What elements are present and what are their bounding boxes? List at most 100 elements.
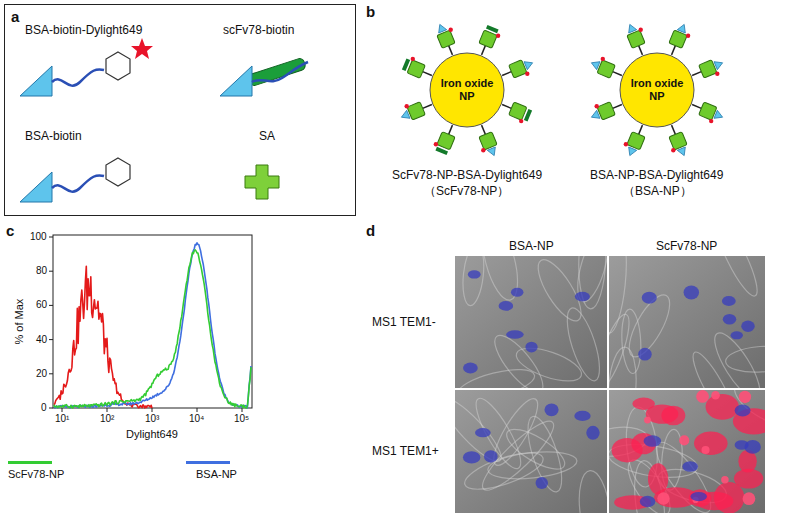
x-tick-mark [197,408,198,412]
x-tick: 10⁵ [234,413,249,425]
nucleus [506,330,524,339]
cell-outline [475,414,561,498]
linker [692,105,701,109]
cell-outline [501,422,570,476]
fluorescence-signal [694,432,728,455]
dye-dot [601,57,605,61]
nucleus [722,296,736,306]
micrograph [609,256,765,388]
scfv-fragment [526,110,531,121]
dye-dot [686,34,690,38]
bsa-marker [591,110,600,118]
streptavidin [509,102,527,120]
linker [423,72,432,76]
legend-label: BSA-NP [196,468,237,481]
plot-frame [53,235,252,408]
construct-name: BSA-NP-BSA-Dylight649 [590,168,723,182]
scfv-fragment [487,27,498,32]
bsa-marker [677,24,685,33]
dye-dot [496,34,500,38]
cell-outline [461,445,547,496]
cell-outline [620,309,642,374]
cell-outline [725,344,765,374]
dye-dot [525,72,529,76]
reagent-label: BSA-biotin-Dylight649 [25,23,142,37]
bsa-marker [629,24,637,33]
linker [449,125,453,134]
cell-outline [530,256,588,327]
linker [613,105,622,109]
linker [639,125,643,134]
fluorescence-signal [648,463,668,494]
nucleus [484,450,498,462]
fluorescence-signal [706,394,739,420]
nucleus [575,292,590,302]
x-tick: 10¹ [55,413,69,425]
dye-dot [449,28,453,32]
construct-short-name: （ScFv78-NP） [424,184,509,198]
nanoparticle-core: Iron oxide NP [619,52,695,128]
nucleus [731,331,743,339]
row-header: MS1 TEM1- [372,315,436,329]
linker [482,125,486,134]
linker [672,125,676,134]
nucleus [682,461,698,472]
nucleus [723,314,736,324]
dye-dot [519,119,523,123]
bsa-marker [439,24,447,33]
y-tick-mark [49,373,53,374]
streptavidin [407,60,425,78]
column-header: ScFv78-NP [656,239,717,253]
unstained-curve [54,266,152,408]
fluorescence-spot [657,492,669,504]
y-tick: 80 [36,265,47,277]
x-tick: 10³ [145,413,159,425]
x-tick-mark [107,408,108,412]
y-tick: 0 [41,402,47,414]
dye-dot [624,142,628,146]
nucleus [741,321,754,332]
fluorescence-signal [714,482,744,513]
panel-letter: a [11,8,19,26]
fluorescence-spot [739,391,751,403]
x-axis-title: Dylight649 [126,428,178,441]
y-tick: 40 [36,334,47,346]
cell-outline [707,327,765,388]
x-tick-mark [242,408,243,412]
cell-outline [460,256,486,307]
bsa-marker [487,147,495,156]
bsa-np-curve [54,243,251,408]
cell-outline [709,256,764,300]
cell-outline [521,413,568,496]
nucleus [525,342,537,353]
panel-letter: d [366,222,375,240]
nucleus [644,435,662,446]
streptavidin-icon [245,165,279,199]
nucleus [735,405,751,417]
dye-dot [405,104,409,108]
nucleus [511,288,524,297]
panel-letter: b [366,3,375,21]
y-tick-mark [49,237,53,238]
nucleus [586,426,599,440]
cell-outline [512,341,585,387]
panel-frame: aBSA-biotin-Dylight649scFv78-biotinBSA-b… [4,4,356,216]
bsa-marker [401,110,410,118]
scfv-biotin-icon [220,57,308,96]
fluorescence-spot [696,390,709,403]
dye-dot [434,142,438,146]
reagent-label: SA [259,129,275,143]
nucleus [744,440,760,454]
linker [423,105,432,109]
dye-dot [411,57,415,61]
y-tick-mark [49,271,53,272]
nucleus [684,286,700,300]
bsa-biotin-dylight-icon [20,38,153,96]
fluorescence-spot [721,476,728,483]
nucleus [642,292,657,304]
micrograph-ground [455,256,607,388]
bsa-marker [677,147,685,156]
dye-dot [639,28,643,32]
reagent-label: BSA-biotin [25,129,82,143]
